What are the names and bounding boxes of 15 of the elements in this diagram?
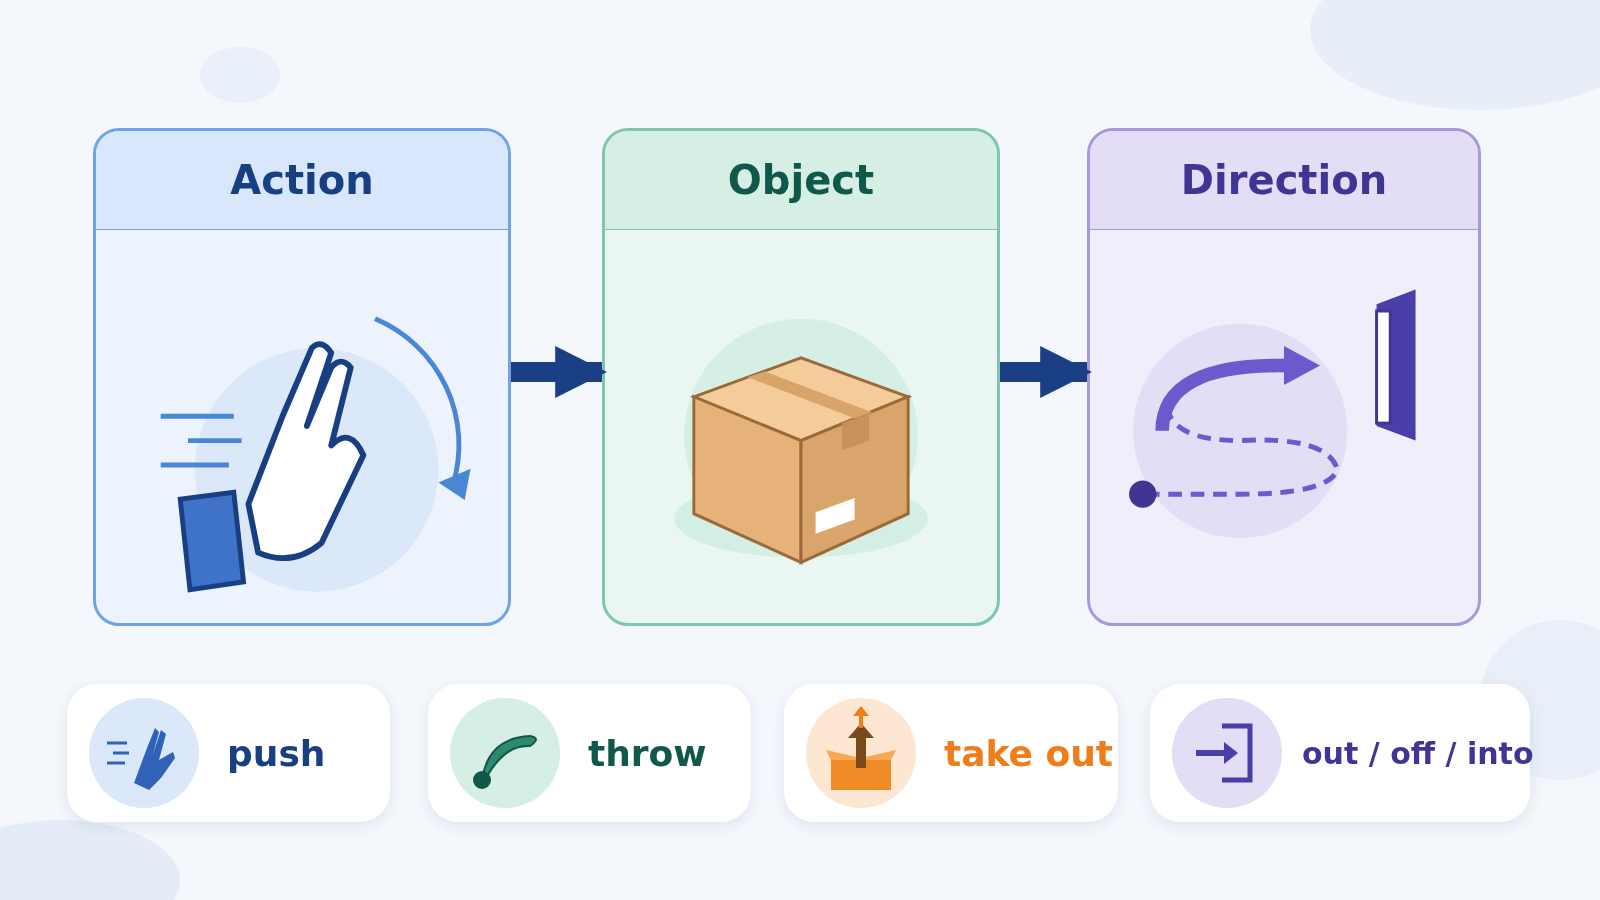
flow-arrow [1000,346,1093,398]
category-card [1087,128,1481,626]
category-card [602,128,1000,626]
card-title: Action [230,157,374,203]
example-chip [428,684,751,822]
example-word: take out [944,732,1113,774]
example-chip [67,684,390,822]
example-chip [784,684,1118,822]
flow-arrow [511,346,608,398]
example-word: throw [588,732,707,774]
example-word: push [227,732,326,774]
card-title: Object [727,157,875,203]
card-title: Direction [1180,157,1388,203]
category-card [93,128,511,626]
example-word: out / off / into [1302,735,1534,771]
